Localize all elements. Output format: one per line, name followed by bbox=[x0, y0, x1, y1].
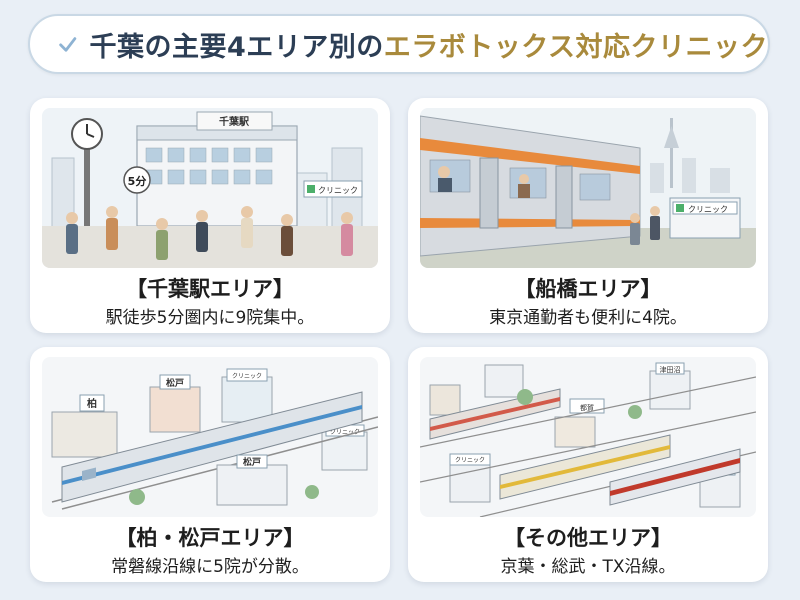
title-banner: 千葉の主要4エリア別のエラボトックス対応クリニック bbox=[28, 14, 770, 74]
kashiwa-matsudo-illustration: 柏 松戸 クリニック クリニック 松戸 bbox=[42, 357, 378, 517]
clinic-sign-top: クリニック bbox=[232, 373, 262, 380]
card-title: 【千葉駅エリア】 bbox=[126, 277, 294, 301]
walk-time-bubble: 5分 bbox=[128, 174, 147, 188]
funabashi-train-illustration: クリニック bbox=[420, 108, 756, 268]
clinic-sign: クリニック bbox=[318, 186, 358, 195]
area-card-chiba: 千葉駅 5分 クリニック bbox=[30, 98, 390, 333]
matsudo-sign-top: 松戸 bbox=[166, 377, 184, 389]
card-title: 【船橋エリア】 bbox=[514, 277, 662, 301]
card-description: 京葉・総武・TX沿線。 bbox=[500, 557, 676, 577]
tsudanuma-sign: 津田沼 bbox=[660, 365, 681, 374]
card-description: 東京通勤者も便利に4院。 bbox=[489, 308, 687, 328]
kashiwa-sign: 柏 bbox=[87, 397, 97, 410]
tsuga-sign: 都賀 bbox=[580, 403, 594, 412]
page-title: 千葉の主要4エリア別のエラボトックス対応クリニック bbox=[90, 25, 769, 64]
area-card-funabashi: クリニック 【船橋エリア】 東京通勤者も便利に4院。 bbox=[408, 98, 768, 333]
matsudo-sign-bottom: 松戸 bbox=[243, 456, 261, 468]
clinic-sign-right: クリニック bbox=[330, 429, 360, 436]
station-sign: 千葉駅 bbox=[219, 115, 250, 128]
clinic-sign: クリニック bbox=[688, 205, 728, 214]
clinic-sign: クリニック bbox=[455, 457, 485, 464]
area-card-kashiwa-matsudo: 柏 松戸 クリニック クリニック 松戸 【柏・松戸エリア】 常磐線沿線に5院が分… bbox=[30, 347, 390, 582]
card-title: 【その他エリア】 bbox=[504, 526, 672, 550]
card-description: 駅徒歩5分圏内に9院集中。 bbox=[105, 308, 315, 328]
other-lines-illustration: 津田沼 都賀 クリニック 流山 bbox=[420, 357, 756, 517]
chiba-station-illustration: 千葉駅 5分 クリニック bbox=[42, 108, 378, 268]
checkmark-icon bbox=[59, 37, 77, 52]
title-main-text: 千葉の主要4エリア別の bbox=[89, 31, 384, 63]
card-title: 【柏・松戸エリア】 bbox=[115, 526, 305, 550]
card-description: 常磐線沿線に5院が分散。 bbox=[111, 557, 309, 577]
title-accent-text: エラボトックス対応クリニック bbox=[383, 31, 768, 63]
area-card-other: 津田沼 都賀 クリニック 流山 【その他エリア】 京葉・総武・TX沿線。 bbox=[408, 347, 768, 582]
